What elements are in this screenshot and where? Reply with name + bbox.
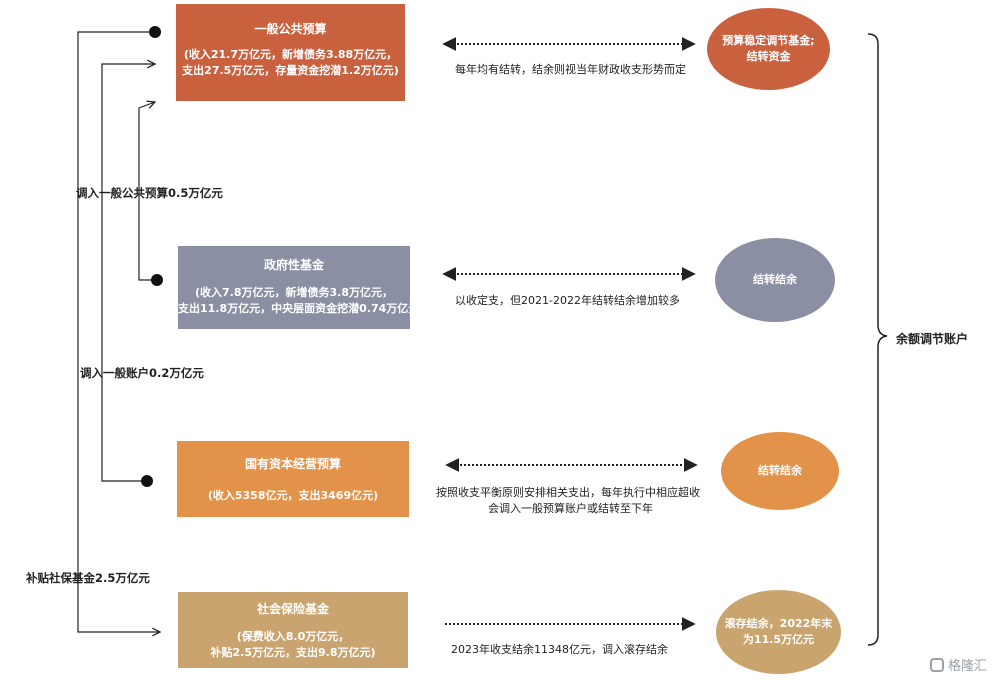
fund-caption: 以收定支，但2021-2022年结转结余增加较多 xyxy=(455,294,680,307)
transfer-account-label: 调入一般账户0.2万亿元 xyxy=(80,366,204,380)
state-capital-oval-label: 结转结余 xyxy=(758,464,802,477)
social-insurance-line2: 补贴2.5万亿元，支出9.8万亿元) xyxy=(210,646,376,659)
social-insurance-box: 社会保险基金 (保费收入8.0万亿元， 补贴2.5万亿元，支出9.8万亿元) xyxy=(178,592,408,668)
government-fund-line1: (收入7.8万亿元，新增债务3.8万亿元， xyxy=(195,286,393,299)
watermark: 格隆汇 xyxy=(929,655,987,674)
watermark-text: 格隆汇 xyxy=(947,659,987,674)
balance-account-label: 余额调节账户 xyxy=(896,332,969,346)
general-caption: 每年均有结转，结余则视当年财政收支形势而定 xyxy=(455,63,686,76)
general-budget-line2: 支出27.5万亿元，存量资金挖潜1.2万亿元) xyxy=(182,64,399,77)
social-oval-line2: 为11.5万亿元 xyxy=(742,633,815,646)
right-brace xyxy=(867,33,888,646)
fund-oval-label: 结转结余 xyxy=(753,273,797,286)
general-budget-title: 一般公共预算 xyxy=(254,22,327,36)
general-budget-line1: (收入21.7万亿元，新增债务3.88万亿元， xyxy=(183,48,398,61)
government-fund-box: 政府性基金 (收入7.8万亿元，新增债务3.8万亿元， 支出11.8万亿元，中央… xyxy=(178,246,410,329)
state-capital-oval: 结转结余 xyxy=(721,432,839,510)
general-budget-box: 一般公共预算 (收入21.7万亿元，新增债务3.88万亿元， 支出27.5万亿元… xyxy=(176,4,405,101)
state-capital-box: 国有资本经营预算 (收入5358亿元，支出3469亿元) xyxy=(177,441,409,517)
general-transfer-connector-dot xyxy=(151,274,163,286)
government-fund-title: 政府性基金 xyxy=(263,258,324,272)
watermark-logo-icon xyxy=(929,657,944,672)
subsidy-connector-dot xyxy=(149,26,161,38)
social-oval-line1: 滚存结余，2022年末 xyxy=(724,617,833,630)
government-fund-line2: 支出11.8万亿元，中央层面资金挖潜0.74万亿元) xyxy=(178,302,410,315)
general-transfer-connector xyxy=(138,102,157,281)
state-capital-title: 国有资本经营预算 xyxy=(244,457,341,471)
subsidy-label: 补贴社保基金2.5万亿元 xyxy=(26,571,150,585)
general-oval-line2: 结转资金 xyxy=(746,50,791,63)
social-insurance-title: 社会保险基金 xyxy=(256,602,329,616)
social-insurance-line1: (保费收入8.0万亿元， xyxy=(236,630,350,643)
general-oval: 预算稳定调节基金; 结转资金 xyxy=(707,8,830,90)
state-capital-caption-1: 按照收支平衡原则安排相关支出，每年执行中相应超收 xyxy=(436,486,700,499)
fund-oval: 结转结余 xyxy=(715,238,835,322)
transfer-general-label: 调入一般公共预算0.5万亿元 xyxy=(76,186,223,200)
general-oval-line1: 预算稳定调节基金; xyxy=(722,34,815,47)
account-transfer-connector xyxy=(101,64,155,482)
subsidy-connector xyxy=(77,31,160,632)
state-capital-line1: (收入5358亿元，支出3469亿元) xyxy=(207,489,379,502)
social-oval: 滚存结余，2022年末为11.5万亿元 xyxy=(716,590,841,674)
account-transfer-connector-dot xyxy=(141,475,153,487)
social-caption: 2023年收支结余11348亿元，调入滚存结余 xyxy=(451,643,668,656)
state-capital-caption-2: 会调入一般预算账户或结转至下年 xyxy=(488,502,653,515)
